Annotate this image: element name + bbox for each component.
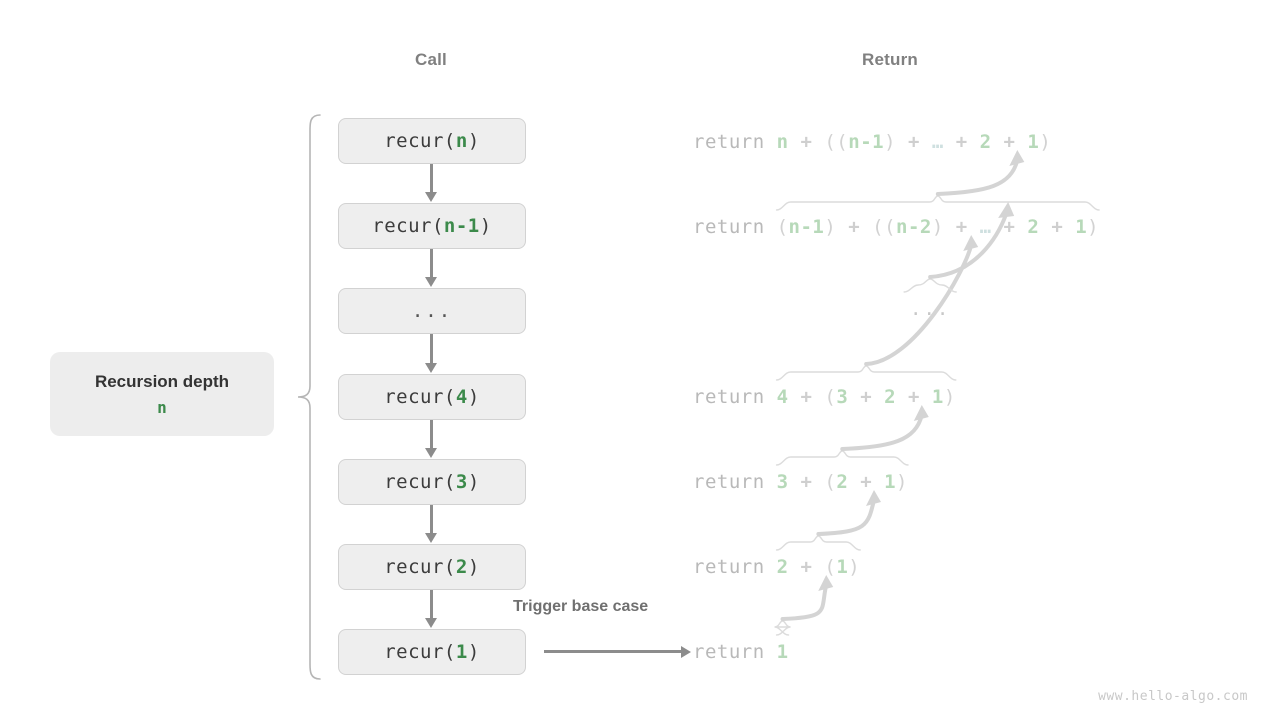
column-header-return: Return <box>862 50 918 69</box>
trigger-base-case-label: Trigger base case <box>513 598 649 615</box>
brace-icon <box>775 195 1100 211</box>
brace-icon <box>903 278 957 293</box>
return-line-4: return 4 + (3 + 2 + 1) <box>693 383 956 411</box>
column-header-call: Call <box>415 50 447 69</box>
curved-up-arrow-icon <box>816 498 876 536</box>
right-arrow-icon <box>544 650 682 653</box>
brace-icon <box>775 450 909 466</box>
call-box-dots: ... <box>338 288 526 334</box>
brace-icon <box>297 114 321 680</box>
recursion-depth-callout: Recursion depth n <box>50 352 274 436</box>
call-box-1: recur(1) <box>338 629 526 675</box>
return-keyword: return <box>693 471 777 493</box>
down-arrow-icon <box>429 420 433 449</box>
recursion-depth-title: Recursion depth <box>94 371 230 391</box>
return-ellipsis: ... <box>910 298 951 320</box>
down-arrow-icon <box>429 164 433 193</box>
return-line-1: return 1 <box>693 638 789 666</box>
return-keyword: return <box>693 386 777 408</box>
curved-up-arrow-icon <box>840 413 924 451</box>
return-keyword: return <box>693 131 777 153</box>
call-box-2: recur(2) <box>338 544 526 590</box>
curved-up-arrow-icon <box>935 158 1020 196</box>
call-box-n: recur(n) <box>338 118 526 164</box>
return-expression: 3 + (2 + 1) <box>776 471 908 493</box>
return-expression: n + ((n-1) + … + 2 + 1) <box>776 131 1052 153</box>
brace-icon <box>775 365 957 381</box>
return-expression: 1 <box>776 641 789 663</box>
return-line-n: return n + ((n-1) + … + 2 + 1) <box>693 128 1051 156</box>
recursion-depth-value: n <box>157 397 167 417</box>
down-arrow-icon <box>429 249 433 278</box>
call-box-n-1: recur(n-1) <box>338 203 526 249</box>
return-keyword: return <box>693 216 777 238</box>
call-box-4: recur(4) <box>338 374 526 420</box>
watermark: www.hello-algo.com <box>1098 689 1248 704</box>
brace-icon <box>775 535 861 551</box>
return-expression: 4 + (3 + 2 + 1) <box>776 386 956 408</box>
return-keyword: return <box>693 556 777 578</box>
return-line-n-1: return (n-1) + ((n-2) + … + 2 + 1) <box>693 213 1099 241</box>
call-box-3: recur(3) <box>338 459 526 505</box>
return-keyword: return <box>693 641 777 663</box>
down-arrow-icon <box>429 505 433 534</box>
curved-up-arrow-icon <box>780 583 829 621</box>
brace-icon <box>774 620 791 636</box>
return-expression: 2 + (1) <box>776 556 861 578</box>
return-line-2: return 2 + (1) <box>693 553 860 581</box>
down-arrow-icon <box>429 334 433 364</box>
return-line-3: return 3 + (2 + 1) <box>693 468 908 496</box>
down-arrow-icon <box>429 590 433 619</box>
return-expression: (n-1) + ((n-2) + … + 2 + 1) <box>776 216 1100 238</box>
